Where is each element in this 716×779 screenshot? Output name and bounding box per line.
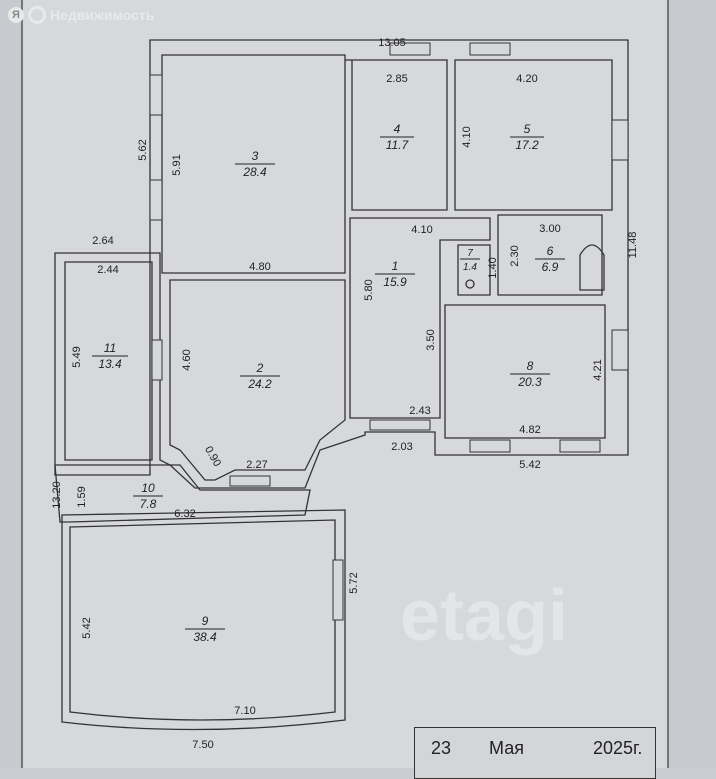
svg-text:13.05: 13.05 [378,37,406,49]
svg-text:7: 7 [467,248,473,259]
svg-text:5.72: 5.72 [348,572,360,593]
svg-text:2.43: 2.43 [409,405,430,417]
room-7: 71.4 [460,248,480,273]
svg-text:3.50: 3.50 [425,329,437,350]
svg-text:7.50: 7.50 [192,739,213,751]
room-2: 224.2 [240,361,280,391]
stamp-year: 2025г. [593,738,643,758]
svg-text:15.9: 15.9 [383,275,407,289]
svg-text:2.64: 2.64 [92,235,113,247]
dimension-labels: 13.05 2.85 4.20 5.62 5.91 4.10 4.10 3.00… [51,37,639,751]
stamp-day: 23 [431,738,452,758]
svg-text:8: 8 [527,359,534,373]
svg-text:2.44: 2.44 [97,264,118,276]
walls [54,39,629,731]
svg-text:3.00: 3.00 [539,223,560,235]
svg-text:28.4: 28.4 [242,165,267,179]
svg-text:5.91: 5.91 [171,154,183,175]
svg-text:4: 4 [394,122,401,136]
windows [149,42,629,621]
svg-text:13.4: 13.4 [98,357,122,371]
svg-text:5.62: 5.62 [137,139,149,160]
watermark-overlay: etagi [400,576,568,656]
svg-text:6.9: 6.9 [542,260,559,274]
svg-text:10: 10 [141,481,155,495]
svg-text:5.80: 5.80 [363,279,375,300]
room-1: 115.9 [375,259,415,289]
svg-text:5.49: 5.49 [71,346,83,367]
svg-text:4.60: 4.60 [181,349,193,370]
svg-text:4.10: 4.10 [411,224,432,236]
room-9: 938.4 [185,614,225,644]
svg-text:11.7: 11.7 [386,138,410,152]
svg-text:13.20: 13.20 [51,481,63,509]
svg-text:7.10: 7.10 [234,705,255,717]
svg-text:5.42: 5.42 [519,459,540,471]
svg-text:2.30: 2.30 [509,245,521,266]
svg-text:11.48: 11.48 [627,232,639,259]
svg-text:7.8: 7.8 [140,497,157,511]
svg-text:4.82: 4.82 [519,424,540,436]
svg-text:2.27: 2.27 [246,459,267,471]
svg-text:6: 6 [547,244,554,258]
svg-text:4.10: 4.10 [461,126,473,147]
stamp-month: Мая [489,738,524,758]
room-4: 411.7 [380,122,414,152]
svg-text:1.4: 1.4 [463,262,477,273]
svg-text:6.32: 6.32 [174,508,195,520]
date-stamp: 23 Мая 2025г. [414,727,656,779]
svg-text:20.3: 20.3 [517,375,542,389]
svg-text:1: 1 [392,259,399,273]
svg-text:24.2: 24.2 [247,377,272,391]
svg-text:4.20: 4.20 [516,73,537,85]
svg-text:11: 11 [104,341,116,355]
svg-text:1.59: 1.59 [76,486,88,507]
svg-text:2.85: 2.85 [386,73,407,85]
room-8: 820.3 [510,359,550,389]
room-5: 517.2 [510,122,544,152]
svg-text:5.42: 5.42 [81,617,93,638]
svg-text:1.40: 1.40 [487,257,499,278]
svg-text:2: 2 [256,361,264,375]
yandex-realty-watermark: Я Недвижимость [8,6,154,24]
room-labels: 115.9 224.2 328.4 411.7 517.2 66.9 71.4 … [92,122,565,644]
svg-text:9: 9 [202,614,209,628]
ya-logo-icon: Я [8,7,24,23]
brand-name: Недвижимость [50,7,155,23]
svg-text:4.80: 4.80 [249,261,270,273]
room-10: 107.8 [133,481,163,511]
svg-text:5: 5 [524,122,531,136]
svg-text:17.2: 17.2 [515,138,539,152]
room-3: 328.4 [235,149,275,179]
room-11: 11 13.4 [92,341,128,371]
svg-text:4.21: 4.21 [592,359,604,380]
svg-text:3: 3 [252,149,259,163]
svg-text:2.03: 2.03 [391,441,412,453]
room-6: 66.9 [535,244,565,274]
ring-logo-icon [28,6,46,24]
svg-text:38.4: 38.4 [193,630,217,644]
